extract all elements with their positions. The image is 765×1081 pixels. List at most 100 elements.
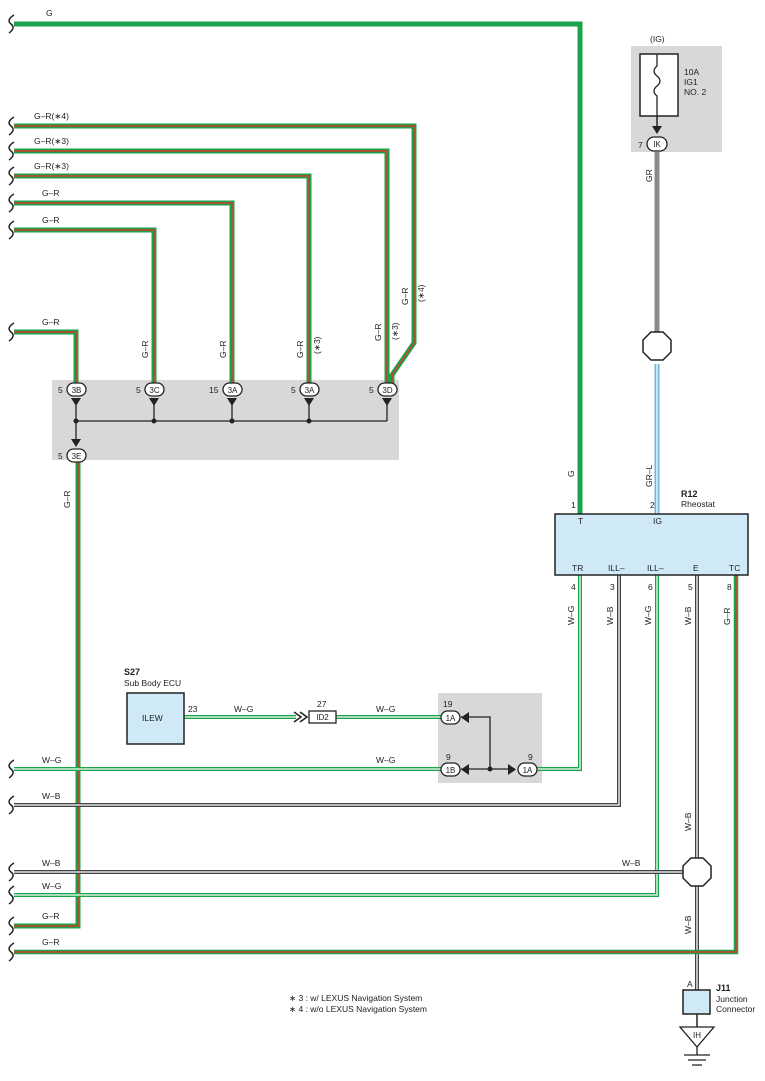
svg-text:5: 5: [58, 451, 63, 461]
ecu-box: [126, 692, 185, 745]
label-ill1-wire: W–B: [605, 606, 615, 625]
svg-text:5: 5: [369, 385, 374, 395]
connector-ik: 7 IK: [638, 136, 668, 152]
wire-wb-ill-3: [14, 575, 621, 807]
svg-text:5: 5: [58, 385, 63, 395]
connector-3a-15: 15 3A: [209, 382, 243, 406]
rheostat-term-ig: IG: [653, 516, 662, 526]
svg-text:3E: 3E: [72, 452, 82, 461]
label-wire-gr-3: G–R: [42, 317, 59, 327]
label-vert-diag-note: (∗4): [416, 284, 426, 302]
connector-3e: 5 3E: [58, 439, 87, 463]
label-left-wg1: W–G: [42, 755, 61, 765]
wire-gr-tc: [14, 575, 739, 955]
label-vert-3d: G–R: [373, 324, 383, 341]
connector-3c: 5 3C: [136, 382, 165, 406]
label-vert-3c: G–R: [140, 341, 150, 358]
rheostat-pin-e: 5: [688, 582, 693, 592]
rheostat-pin-tr: 4: [571, 582, 576, 592]
wire-gr-to-3b: [14, 329, 79, 384]
svg-text:27: 27: [317, 699, 327, 709]
ecu-code: S27: [124, 667, 140, 677]
label-ecu-wire-2: W–G: [376, 704, 395, 714]
rheostat-pin-tc: 8: [727, 582, 732, 592]
rheostat-pin-ill-3: 3: [610, 582, 615, 592]
svg-text:3D: 3D: [382, 386, 392, 395]
label-ecu-wire-1: W–G: [234, 704, 253, 714]
rheostat-box: [554, 513, 749, 576]
wire-wg-ill-6: [14, 575, 659, 897]
junction-box: [678, 989, 716, 1066]
connector-id2: 27 ID2: [293, 699, 337, 724]
label-wire-gr-3b: G–R(∗3): [34, 161, 69, 171]
svg-text:9: 9: [446, 752, 451, 762]
svg-text:1A: 1A: [446, 714, 456, 723]
svg-text:3B: 3B: [72, 386, 82, 395]
label-left-gr5: G–R: [42, 937, 59, 947]
link-dot: [487, 766, 493, 772]
label-tc-wire: G–R: [722, 608, 732, 625]
rheostat-pin-t: 1: [571, 500, 576, 510]
fuse-name: IG1: [684, 77, 698, 87]
ecu-terminal: ILEW: [142, 713, 163, 723]
wire-wg-tr: [537, 575, 582, 771]
svg-text:1B: 1B: [446, 766, 456, 775]
rheostat-pin-ill-6: 6: [648, 582, 653, 592]
wire-break-marks: [8, 14, 15, 962]
label-wire-gr: GR: [644, 169, 654, 182]
rheostat-code: R12: [681, 489, 698, 499]
label-vert-3e: G–R: [62, 491, 72, 508]
junction-pin: A: [687, 979, 693, 989]
label-vert-3d-note: (∗3): [390, 322, 400, 340]
connector-1b: 9 1B: [440, 752, 469, 777]
connector-3b: 5 3B: [58, 382, 87, 406]
junction-name-2: Connector: [716, 1004, 755, 1014]
label-left-wb1: W–B: [42, 791, 61, 801]
svg-text:15: 15: [209, 385, 219, 395]
connector-1a-9: 9 1A: [508, 752, 538, 777]
fuse-supply-label: (IG): [650, 34, 665, 44]
wire-gr-3-to-3a: [14, 173, 312, 384]
rheostat-name: Rheostat: [681, 499, 716, 509]
bus-dots: [73, 418, 312, 424]
ground-label: IH: [693, 1031, 701, 1040]
label-vert-3a15: G–R: [218, 341, 228, 358]
connector-3d: 5 3D: [369, 382, 398, 406]
label-e-vert-2: W–B: [683, 915, 693, 934]
label-wire-gr-1: G–R: [42, 188, 59, 198]
label-vert-3a5: G–R: [295, 341, 305, 358]
label-wire-g-vert: G: [566, 470, 576, 477]
splice-octagon-e: [682, 857, 712, 887]
connector-1a-19: 19 1A: [440, 699, 469, 725]
label-wire-gr-l: GR–L: [644, 465, 654, 487]
svg-text:5: 5: [291, 385, 296, 395]
svg-text:3C: 3C: [149, 386, 159, 395]
junction-code: J11: [716, 983, 731, 993]
rheostat-term-t: T: [578, 516, 583, 526]
label-wire-g-top: G: [46, 8, 53, 18]
rheostat-term-tc: TC: [729, 563, 740, 573]
fuse-box: [639, 53, 679, 134]
ecu-name: Sub Body ECU: [124, 678, 181, 688]
label-wb-right: W–B: [622, 858, 641, 868]
svg-text:ID2: ID2: [316, 713, 329, 722]
junction-name-1: Junction: [716, 994, 748, 1004]
splice-octagon-ig: [642, 331, 672, 361]
ecu-pin: 23: [188, 704, 198, 714]
label-vert-3a5-note: (∗3): [312, 336, 322, 354]
rheostat-term-ill-3: ILL–: [608, 563, 625, 573]
svg-text:9: 9: [528, 752, 533, 762]
svg-text:7: 7: [638, 140, 643, 150]
svg-text:5: 5: [136, 385, 141, 395]
label-left-wg2: W–G: [42, 881, 61, 891]
label-ill2-wire: W–G: [643, 606, 653, 625]
rheostat-term-e: E: [693, 563, 699, 573]
label-tr-wire: W–G: [566, 606, 576, 625]
label-wire-gr-3a: G–R(∗3): [34, 136, 69, 146]
label-left-gr4: G–R: [42, 911, 59, 921]
label-vert-diag: G–R: [400, 288, 410, 305]
rheostat-term-tr: TR: [572, 563, 583, 573]
wire-gr-from-3e: [14, 462, 81, 929]
svg-text:19: 19: [443, 699, 453, 709]
rheostat-term-ill-6: ILL–: [647, 563, 664, 573]
